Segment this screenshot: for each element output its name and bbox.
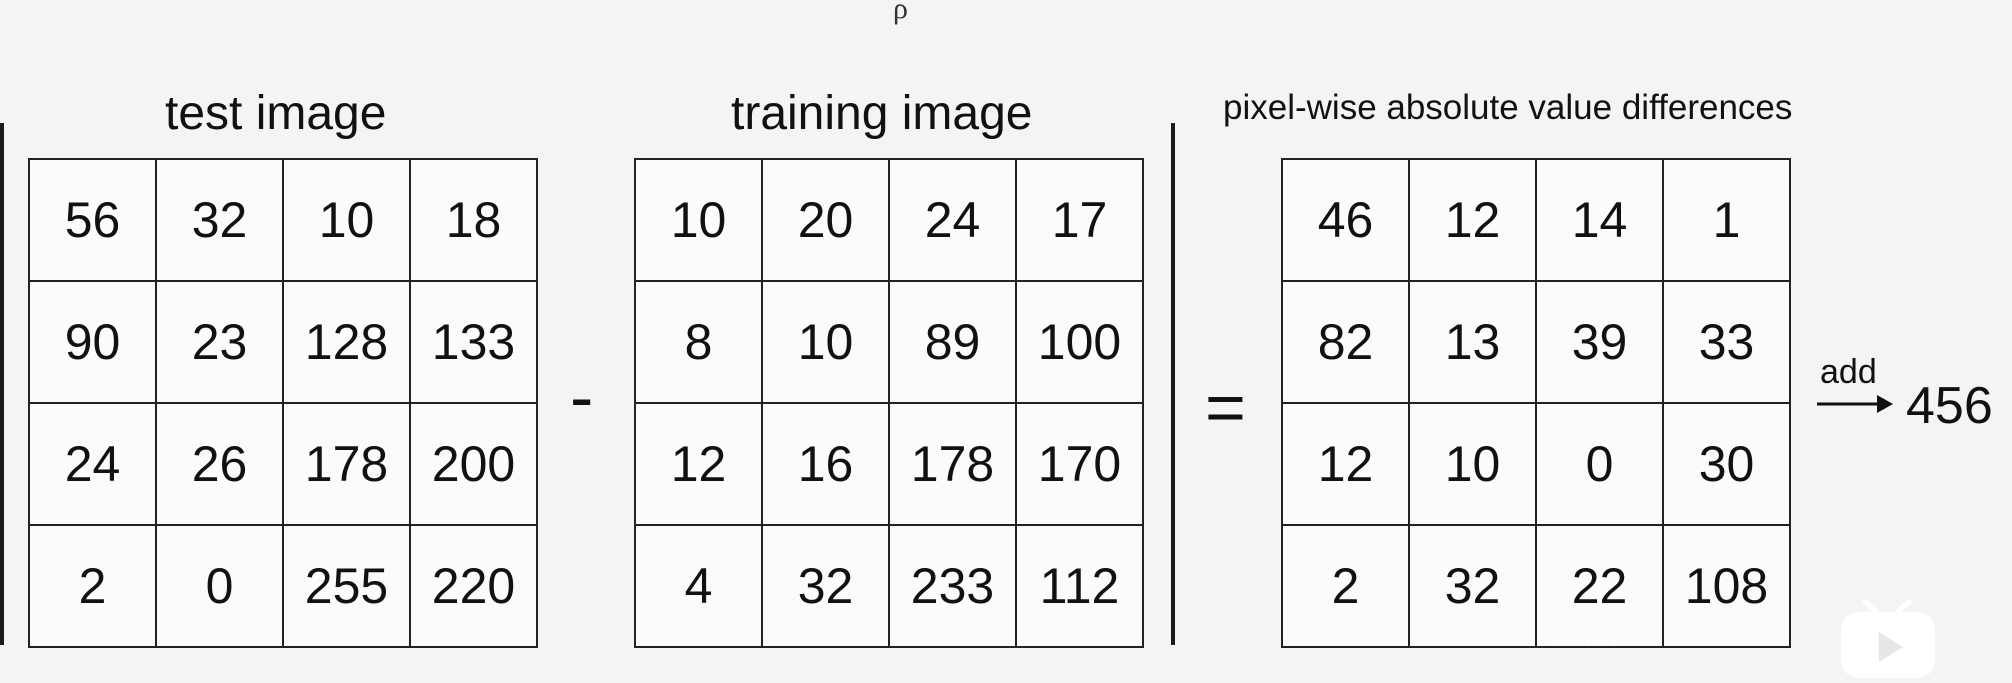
- matrix-cell: 32: [761, 524, 890, 648]
- matrix-cell: 26: [155, 402, 284, 526]
- matrix-cell: 82: [1281, 280, 1410, 404]
- matrix-row: 12 16 178 170: [634, 402, 1144, 526]
- equals-operator: =: [1205, 368, 1246, 446]
- top-text-fragment: ρ: [893, 0, 908, 25]
- matrix-cell: 12: [1408, 158, 1537, 282]
- training-image-title: training image: [731, 87, 1033, 140]
- matrix-cell: 32: [155, 158, 284, 282]
- matrix-row: 82 13 39 33: [1281, 280, 1791, 404]
- matrix-cell: 32: [1408, 524, 1537, 648]
- matrix-cell: 33: [1662, 280, 1791, 404]
- matrix-cell: 8: [634, 280, 763, 404]
- differences-title: pixel-wise absolute value differences: [1223, 88, 1793, 127]
- matrix-cell: 1: [1662, 158, 1791, 282]
- matrix-cell: 89: [888, 280, 1017, 404]
- matrix-cell: 39: [1535, 280, 1664, 404]
- matrix-cell: 20: [761, 158, 890, 282]
- matrix-cell: 24: [888, 158, 1017, 282]
- matrix-cell: 200: [409, 402, 538, 526]
- matrix-cell: 4: [634, 524, 763, 648]
- matrix-cell: 2: [1281, 524, 1410, 648]
- matrix-row: 2 0 255 220: [28, 524, 538, 648]
- matrix-cell: 12: [634, 402, 763, 526]
- matrix-cell: 108: [1662, 524, 1791, 648]
- matrix-row: 46 12 14 1: [1281, 158, 1791, 282]
- sum-result: 456: [1906, 377, 1993, 435]
- left-divider: [0, 123, 4, 645]
- matrix-cell: 112: [1015, 524, 1144, 648]
- test-image-title: test image: [165, 87, 387, 140]
- matrix-row: 56 32 10 18: [28, 158, 538, 282]
- matrix-cell: 0: [1535, 402, 1664, 526]
- matrix-cell: 10: [634, 158, 763, 282]
- matrix-cell: 90: [28, 280, 157, 404]
- matrix-cell: 14: [1535, 158, 1664, 282]
- training-image-matrix: 10 20 24 17 8 10 89 100 12 16 178 170 4 …: [634, 158, 1144, 648]
- matrix-row: 8 10 89 100: [634, 280, 1144, 404]
- center-divider: [1171, 123, 1175, 645]
- matrix-row: 12 10 0 30: [1281, 402, 1791, 526]
- matrix-cell: 13: [1408, 280, 1537, 404]
- matrix-row: 24 26 178 200: [28, 402, 538, 526]
- matrix-cell: 128: [282, 280, 411, 404]
- matrix-cell: 46: [1281, 158, 1410, 282]
- matrix-cell: 100: [1015, 280, 1144, 404]
- minus-operator: -: [570, 358, 594, 436]
- matrix-cell: 24: [28, 402, 157, 526]
- watermark-dots: ▪ ▪ ▪ ▪ ▪ ▪ ▪ ▪: [1550, 635, 1617, 651]
- tv-play-icon: [1833, 598, 1943, 678]
- matrix-cell: 0: [155, 524, 284, 648]
- add-label: add: [1820, 353, 1877, 391]
- matrix-cell: 12: [1281, 402, 1410, 526]
- matrix-cell: 178: [888, 402, 1017, 526]
- matrix-row: 2 32 22 108: [1281, 524, 1791, 648]
- matrix-cell: 18: [409, 158, 538, 282]
- differences-matrix: 46 12 14 1 82 13 39 33 12 10 0 30 2 32 2…: [1281, 158, 1791, 648]
- matrix-cell: 10: [761, 280, 890, 404]
- test-image-matrix: 56 32 10 18 90 23 128 133 24 26 178 200 …: [28, 158, 538, 648]
- matrix-cell: 23: [155, 280, 284, 404]
- matrix-row: 10 20 24 17: [634, 158, 1144, 282]
- matrix-cell: 56: [28, 158, 157, 282]
- matrix-cell: 255: [282, 524, 411, 648]
- matrix-cell: 30: [1662, 402, 1791, 526]
- matrix-cell: 22: [1535, 524, 1664, 648]
- matrix-row: 4 32 233 112: [634, 524, 1144, 648]
- matrix-cell: 220: [409, 524, 538, 648]
- matrix-row: 90 23 128 133: [28, 280, 538, 404]
- matrix-cell: 17: [1015, 158, 1144, 282]
- matrix-cell: 16: [761, 402, 890, 526]
- matrix-cell: 10: [1408, 402, 1537, 526]
- matrix-cell: 133: [409, 280, 538, 404]
- matrix-cell: 10: [282, 158, 411, 282]
- right-arrow-icon: [1815, 392, 1895, 421]
- matrix-cell: 233: [888, 524, 1017, 648]
- matrix-cell: 178: [282, 402, 411, 526]
- matrix-cell: 2: [28, 524, 157, 648]
- matrix-cell: 170: [1015, 402, 1144, 526]
